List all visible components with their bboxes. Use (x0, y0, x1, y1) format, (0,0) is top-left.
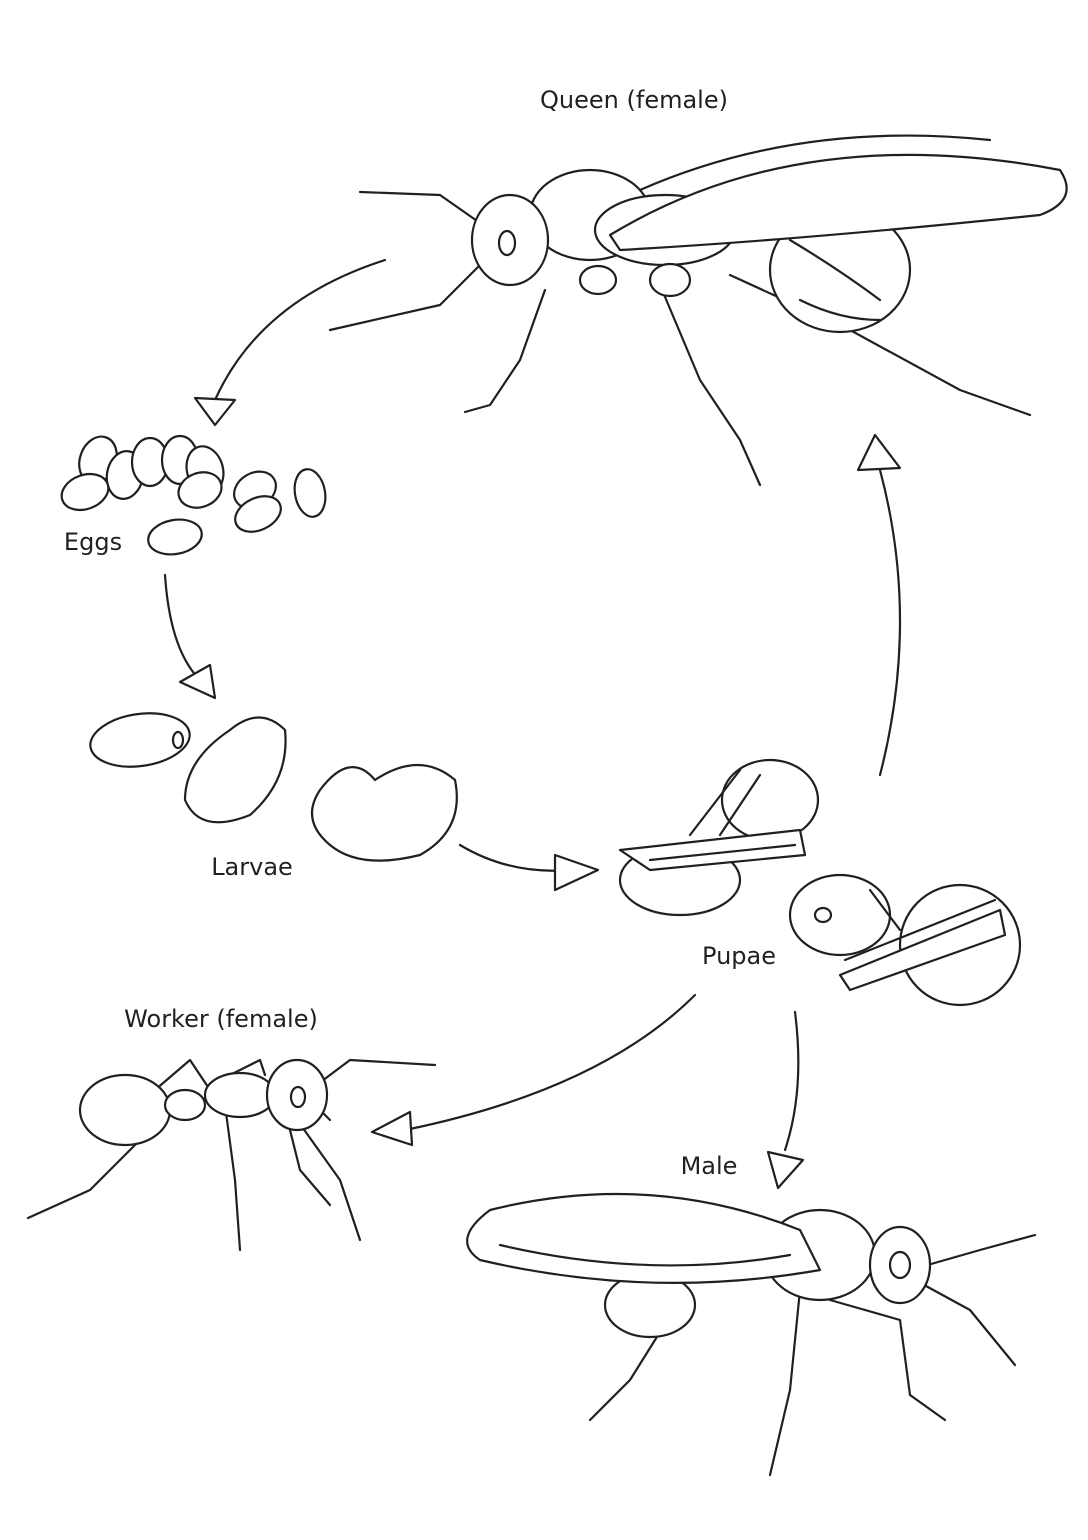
arrow-pupae-to-worker (403, 993, 697, 1132)
worker-illustration (26, 1058, 437, 1252)
larvae-illustration (89, 712, 458, 862)
eggs-label: Eggs (63, 528, 123, 556)
queen-illustration (328, 134, 1068, 487)
arrow-queen-to-eggs (213, 258, 387, 402)
pupae-illustration (618, 758, 1022, 1007)
male-illustration (466, 1192, 1037, 1477)
larvae-label: Larvae (211, 853, 293, 881)
pupae-label: Pupae (702, 942, 776, 970)
arrow-eggs-to-larvae (163, 573, 202, 682)
arrow-larvae-to-pupae (458, 843, 572, 872)
arrow-pupae-to-male (783, 1010, 800, 1152)
arrow-pupae-to-queen (878, 468, 902, 777)
male-label: Male (680, 1152, 738, 1180)
eggs-illustration (60, 434, 327, 556)
cycle-arrows (163, 258, 902, 1190)
queen-label: Queen (female) (540, 86, 728, 114)
worker-label: Worker (female) (124, 1005, 318, 1033)
